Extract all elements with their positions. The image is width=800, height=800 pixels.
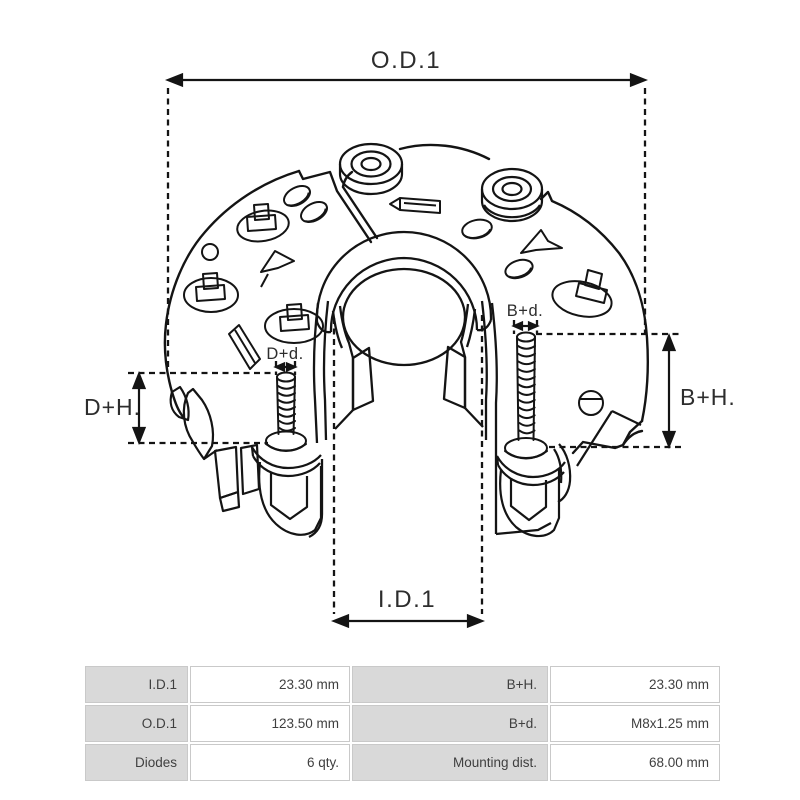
table-row: O.D.1 123.50 mm B+d. M8x1.25 mm [85, 705, 720, 742]
spec-label: Mounting dist. [352, 744, 548, 781]
table-row: Diodes 6 qty. Mounting dist. 68.00 mm [85, 744, 720, 781]
spec-label: O.D.1 [85, 705, 188, 742]
spec-label: I.D.1 [85, 666, 188, 703]
spec-value: 6 qty. [190, 744, 350, 781]
table-row: I.D.1 23.30 mm B+H. 23.30 mm [85, 666, 720, 703]
plate-features [183, 185, 613, 416]
mounting-bosses [338, 142, 544, 223]
dd-label: D+d. [266, 345, 303, 363]
id1-label: I.D.1 [378, 586, 436, 613]
spec-label: B+H. [352, 666, 548, 703]
spec-label: Diodes [85, 744, 188, 781]
center-collar [308, 230, 552, 539]
mounting-brackets [169, 385, 642, 538]
spec-value: 23.30 mm [550, 666, 720, 703]
spec-table: I.D.1 23.30 mm B+H. 23.30 mm O.D.1 123.5… [83, 664, 722, 783]
dimension-lines [131, 72, 677, 629]
spec-value: 123.50 mm [190, 705, 350, 742]
rectifier-diagram: O.D.1 I.D.1 D+H. B+H. D+d. B+d. [84, 47, 736, 629]
threaded-studs [265, 331, 548, 460]
od1-label: O.D.1 [371, 47, 441, 74]
spec-value: 68.00 mm [550, 744, 720, 781]
spec-value: M8x1.25 mm [550, 705, 720, 742]
dh-label: D+H. [84, 394, 141, 420]
extension-lines [128, 88, 682, 614]
bh-label: B+H. [680, 384, 736, 410]
bd-label: B+d. [507, 302, 543, 320]
spec-value: 23.30 mm [190, 666, 350, 703]
spec-label: B+d. [352, 705, 548, 742]
